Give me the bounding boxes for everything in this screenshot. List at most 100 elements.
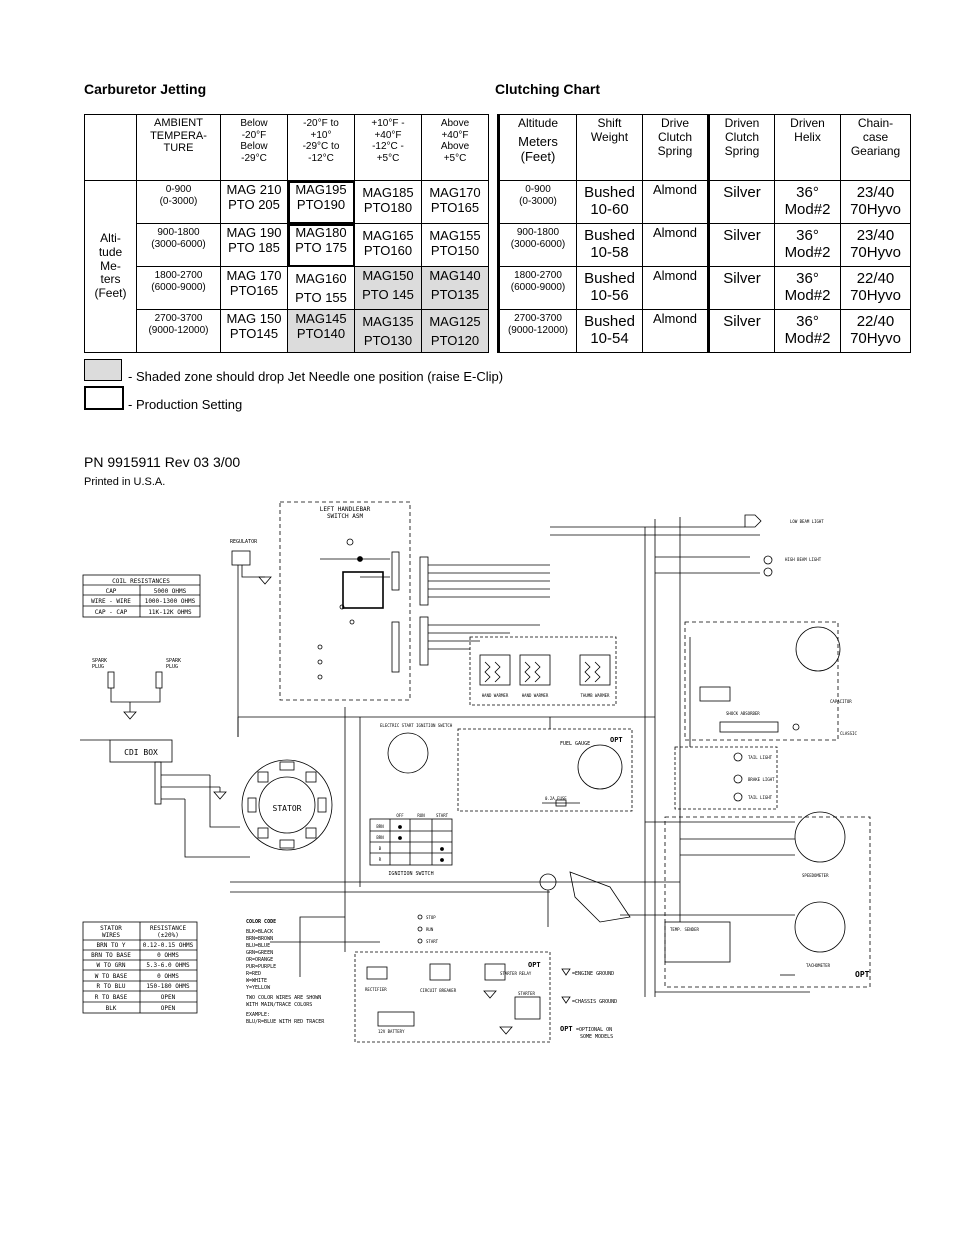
coil-title: COIL RESISTANCES — [112, 578, 170, 585]
main-harness — [230, 519, 680, 997]
color-note: TWO COLOR WIRES ARE SHOWN — [246, 995, 321, 1001]
clutching-chart-heading: Clutching Chart — [495, 81, 600, 97]
handlebar-title: LEFT HANDLEBAR — [320, 506, 371, 513]
spark-plug-label: SPARK — [92, 658, 107, 664]
stop-label: STOP — [426, 915, 436, 920]
tail-light-label: TAIL LIGHT — [748, 795, 773, 800]
classic-label: CLASSIC — [840, 731, 857, 736]
helix-cell: 36°Mod#2 — [774, 180, 841, 224]
stator-cell: BRN TO BASE — [91, 952, 131, 959]
rectifier-label: RECTIFIER — [365, 987, 387, 992]
hand-warmer-label: HAND WARMER — [482, 693, 509, 698]
table-gap — [488, 180, 499, 224]
color-code: COLOR CODE BLK=BLACK BRN=BROWN BLU=BLUE … — [246, 919, 325, 1025]
temp-col-header: -20°F to+10°-29°C to-12°C — [287, 114, 355, 181]
battery-label: 12V BATTERY — [378, 1029, 405, 1034]
color-code-entry: OR=ORANGE — [246, 957, 273, 963]
altitude-cell: 2700-3700(9000-12000) — [136, 309, 221, 353]
helix-cell: 36°Mod#2 — [774, 309, 841, 353]
stator-table-header: WIRES — [102, 932, 120, 939]
ign-col: START — [436, 813, 449, 818]
color-code-entry: Y=YELLOW — [246, 985, 271, 991]
stator-cell: BLK — [106, 1005, 117, 1012]
stator-cell: W TO BASE — [95, 973, 128, 980]
run-label: RUN — [426, 927, 434, 932]
production-legend-swatch — [84, 386, 124, 410]
spark-plugs: SPARK PLUG SPARK PLUG — [80, 658, 181, 741]
ign-row: BRN — [376, 824, 384, 829]
coil-cell: CAP — [106, 588, 117, 595]
table-gap — [488, 309, 499, 353]
gauges: SPEEDOMETER TACHOMETER OPT TEMP. SENDER — [620, 811, 871, 993]
driven-spring-cell: Silver — [707, 266, 775, 310]
color-code-entry: PUR=PURPLE — [246, 964, 276, 970]
stator-table-header: RESISTANCE — [150, 925, 187, 932]
altitude-cell: 0-900(0-3000) — [136, 180, 221, 224]
color-code-entry: BRN=BROWN — [246, 936, 273, 942]
stator-cell: OPEN — [161, 994, 176, 1001]
classic-shock-area: SHOCK ABSORBER CLASSIC CAPACITOR — [684, 621, 857, 741]
clutch-altitude-cell: 2700-3700(9000-12000) — [497, 309, 577, 353]
color-note: BLU/R=BLUE WITH RED TRACER — [246, 1019, 325, 1025]
coil-cell: CAP - CAP — [95, 609, 128, 616]
stator-cell: 0 OHMS — [157, 952, 179, 959]
relay-label: STARTER RELAY — [500, 971, 532, 976]
stator-label: STATOR — [273, 804, 302, 813]
opt-label: OPT — [610, 736, 623, 744]
printed-in: Printed in U.S.A. — [84, 476, 166, 488]
helix-cell: 36°Mod#2 — [774, 223, 841, 267]
ignition-switch: OFF RUN START BRN BRN B R IGNITION SWITC… — [369, 813, 453, 877]
tachometer-label: TACHOMETER — [806, 963, 831, 968]
stator-cell: OPEN — [161, 1005, 176, 1012]
color-code-title: COLOR CODE — [246, 919, 276, 925]
stator-cell: W TO GRN — [97, 962, 126, 969]
shaded-legend-swatch — [84, 359, 122, 381]
headlights: LOW BEAM LIGHT HIGH BEAM LIGHT — [550, 514, 824, 577]
shock-absorber-label: SHOCK ABSORBER — [726, 711, 760, 716]
stator-table-header: STATOR — [100, 925, 122, 932]
stator-table-header: (±20%) — [157, 932, 179, 939]
clutch-altitude-cell: 900-1800(3000-6000) — [497, 223, 577, 267]
capacitor-label: CAPACITOR — [830, 699, 852, 704]
color-code-entry: W=WHITE — [246, 978, 267, 984]
coil-cell: WIRE - WIRE — [91, 598, 131, 605]
driven-spring-cell: Silver — [707, 180, 775, 224]
color-code-entry: BLU=BLUE — [246, 943, 270, 949]
starter-label: STARTER — [518, 991, 535, 996]
stator-cell: BRN TO Y — [97, 942, 126, 949]
ignition-switch-label: IGNITION SWITCH — [388, 871, 433, 877]
altitude-cell: 900-1800(3000-6000) — [136, 223, 221, 267]
ground-legend: OPT =ENGINE GROUND =CHASSIS GROUND OPT =… — [528, 961, 617, 1040]
cdi-box-label: CDI BOX — [124, 748, 158, 757]
driven-spring-cell: Silver — [707, 223, 775, 267]
coil-cell: 5000 OHMS — [154, 588, 187, 595]
stator: STATOR — [184, 759, 333, 858]
regulator-label: REGULATOR — [230, 539, 258, 545]
fuel-gauge-label: FUEL GAUGE — [560, 741, 590, 747]
starter-circuit: RECTIFIER CIRCUIT BREAKER STARTER RELAY … — [354, 951, 551, 1043]
helix-cell: 36°Mod#2 — [774, 266, 841, 310]
ign-row: R — [379, 857, 382, 862]
low-beam-label: LOW BEAM LIGHT — [790, 519, 824, 524]
chassis-ground-label: =CHASSIS GROUND — [572, 999, 617, 1005]
drive-spring-cell: Almond — [642, 180, 709, 224]
part-number: PN 9915911 Rev 03 3/00 — [84, 454, 241, 470]
